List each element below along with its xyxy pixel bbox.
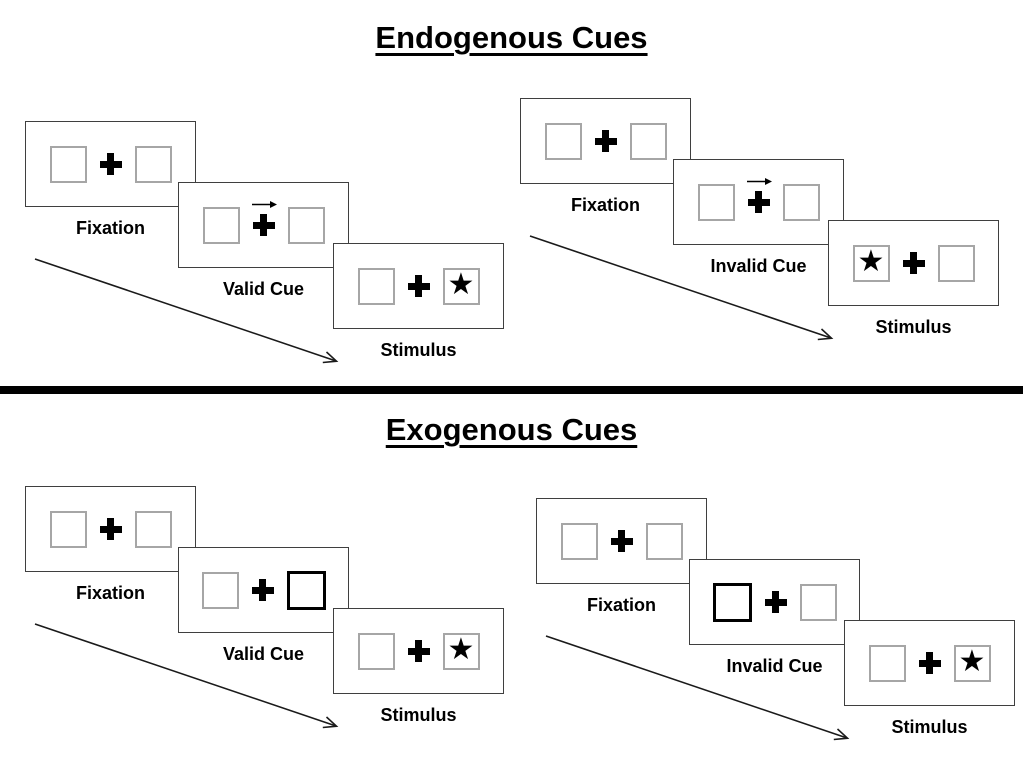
left-box xyxy=(202,206,240,244)
panel-label: Fixation xyxy=(75,218,145,238)
panel-label: Fixation xyxy=(75,583,145,603)
right-box: ★ xyxy=(442,632,480,670)
right-box xyxy=(937,244,975,282)
left-box xyxy=(49,145,87,183)
panel-label: Stimulus xyxy=(891,717,968,737)
right-box xyxy=(287,206,325,244)
fixation-screen xyxy=(25,121,196,207)
right-box xyxy=(134,145,172,183)
panel-label: Stimulus xyxy=(380,705,457,725)
left-box xyxy=(357,632,395,670)
star-stimulus-icon: ★ xyxy=(958,645,986,678)
fixation-cross-icon xyxy=(251,201,277,236)
section-title-endogenous: Endogenous Cues xyxy=(375,20,648,55)
valid-cue-screen xyxy=(178,547,349,633)
section-divider xyxy=(0,386,1023,394)
time-arrow xyxy=(529,235,834,341)
panel-label: Fixation xyxy=(586,595,656,615)
fixation-cross-icon xyxy=(764,591,787,613)
right-box-highlighted xyxy=(286,570,326,610)
fixation-cross-icon xyxy=(407,640,430,662)
trial-sequence-endogenous-valid: ★ Fixation Valid Cue Stimulus xyxy=(25,121,525,386)
right-box xyxy=(629,122,667,160)
fixation-screen xyxy=(520,98,691,184)
star-stimulus-icon: ★ xyxy=(857,245,885,278)
panel-label: Valid Cue xyxy=(222,279,305,299)
right-box xyxy=(799,583,837,621)
fixation-cross-icon xyxy=(918,652,941,674)
fixation-screen xyxy=(536,498,707,584)
invalid-cue-screen xyxy=(673,159,844,245)
left-box xyxy=(544,122,582,160)
stimulus-screen: ★ xyxy=(828,220,999,306)
panel-label: Stimulus xyxy=(380,340,457,360)
right-box xyxy=(782,183,820,221)
time-arrow xyxy=(34,258,339,364)
right-box: ★ xyxy=(953,644,991,682)
fixation-screen xyxy=(25,486,196,572)
fixation-cross-icon xyxy=(746,178,772,213)
panel-label: Invalid Cue xyxy=(726,656,823,676)
section-title-exogenous: Exogenous Cues xyxy=(385,412,638,447)
time-arrow xyxy=(545,635,850,741)
fixation-cross-icon xyxy=(610,530,633,552)
stimulus-screen: ★ xyxy=(844,620,1015,706)
left-box xyxy=(697,183,735,221)
left-box-highlighted xyxy=(712,582,752,622)
left-box xyxy=(49,510,87,548)
left-box xyxy=(560,522,598,560)
right-box: ★ xyxy=(442,267,480,305)
cue-arrow-right-icon xyxy=(746,178,772,185)
panel-label: Fixation xyxy=(570,195,640,215)
trial-sequence-exogenous-invalid: ★ Fixation Invalid Cue Stimulus xyxy=(536,498,1023,763)
left-box xyxy=(868,644,906,682)
panel-label: Valid Cue xyxy=(222,644,305,664)
star-stimulus-icon: ★ xyxy=(447,633,475,666)
right-box xyxy=(134,510,172,548)
fixation-cross-icon xyxy=(251,579,274,601)
stimulus-screen: ★ xyxy=(333,608,504,694)
cue-arrow-right-icon xyxy=(251,201,277,208)
fixation-cross-icon xyxy=(407,275,430,297)
time-arrow xyxy=(34,623,339,729)
invalid-cue-screen xyxy=(689,559,860,645)
trial-sequence-exogenous-valid: ★ Fixation Valid Cue Stimulus xyxy=(25,486,525,751)
star-stimulus-icon: ★ xyxy=(447,268,475,301)
stimulus-screen: ★ xyxy=(333,243,504,329)
left-box: ★ xyxy=(852,244,890,282)
fixation-cross-icon xyxy=(99,153,122,175)
fixation-cross-icon xyxy=(594,130,617,152)
fixation-cross-icon xyxy=(99,518,122,540)
left-box xyxy=(201,571,239,609)
panel-label: Stimulus xyxy=(875,317,952,337)
left-box xyxy=(357,267,395,305)
panel-label: Invalid Cue xyxy=(710,256,807,276)
trial-sequence-endogenous-invalid: ★ Fixation Invalid Cue Stimulus xyxy=(520,98,1020,363)
valid-cue-screen xyxy=(178,182,349,268)
fixation-cross-icon xyxy=(902,252,925,274)
right-box xyxy=(645,522,683,560)
